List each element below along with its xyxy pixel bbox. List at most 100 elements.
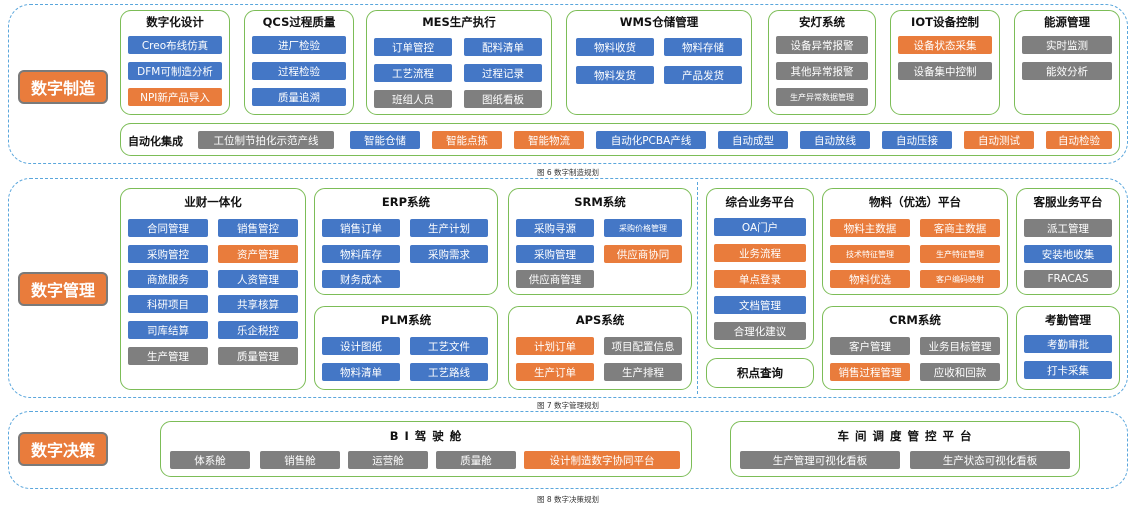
wms-title: WMS仓储管理 [619, 15, 699, 29]
auto-wiring-button[interactable]: 自动放线 [800, 131, 870, 149]
material-prefer-button[interactable]: 物料优选 [830, 270, 910, 288]
sales-process-button[interactable]: 销售过程管理 [830, 363, 910, 381]
smart-picking-button[interactable]: 智能点拣 [432, 131, 502, 149]
operation-cockpit-button[interactable]: 运营舱 [348, 451, 428, 469]
mes-title: MES生产执行 [422, 15, 496, 29]
quality-mgmt-button[interactable]: 质量管理 [218, 347, 298, 365]
purchase-control-button[interactable]: 采购管控 [128, 245, 208, 263]
plm-title: PLM系统 [380, 313, 432, 327]
supplier-collab-button[interactable]: 供应商协同 [604, 245, 682, 263]
process-doc-button[interactable]: 工艺文件 [410, 337, 488, 355]
smart-storage-button[interactable]: 智能仓储 [350, 131, 420, 149]
business-flow-button[interactable]: 业务流程 [714, 244, 806, 262]
material-ship-button[interactable]: 物料发货 [576, 66, 654, 84]
receivable-button[interactable]: 应收和回款 [920, 363, 1000, 381]
production-plan-button[interactable]: 生产计划 [410, 219, 488, 237]
station-demo-line-button[interactable]: 工位制节拍化示范产线 [198, 131, 334, 149]
management-section [8, 178, 1128, 398]
tax-control-button[interactable]: 乐企税控 [218, 321, 298, 339]
order-control-button[interactable]: 订单管控 [374, 38, 452, 56]
dfm-button[interactable]: DFM可制造分析 [128, 62, 222, 80]
process-route-button[interactable]: 工艺路线 [410, 363, 488, 381]
process-inspection-button[interactable]: 过程检验 [252, 62, 346, 80]
auto-crimp-button[interactable]: 自动压接 [882, 131, 952, 149]
hr-mgmt-button[interactable]: 人资管理 [218, 270, 298, 288]
production-order-button[interactable]: 生产订单 [516, 363, 594, 381]
customer-mgmt-button[interactable]: 客户管理 [830, 337, 910, 355]
supplier-mgmt-button[interactable]: 供应商管理 [516, 270, 594, 288]
bom-button[interactable]: 物料清单 [322, 363, 400, 381]
process-flow-button[interactable]: 工艺流程 [374, 64, 452, 82]
price-mgmt-button[interactable]: 采购价格管理 [604, 219, 682, 237]
production-exception-button[interactable]: 生产异常数据管理 [776, 88, 868, 106]
suggestion-button[interactable]: 合理化建议 [714, 322, 806, 340]
finance-cost-button[interactable]: 财务成本 [322, 270, 400, 288]
quality-cockpit-button[interactable]: 质量舱 [436, 451, 516, 469]
auto-test-button[interactable]: 自动测试 [964, 131, 1034, 149]
process-record-button[interactable]: 过程记录 [464, 64, 542, 82]
travel-service-button[interactable]: 商旅服务 [128, 270, 208, 288]
install-site-button[interactable]: 安装地收集 [1024, 245, 1112, 263]
purchase-mgmt-button[interactable]: 采购管理 [516, 245, 594, 263]
production-mgmt-board-button[interactable]: 生产管理可视化看板 [740, 451, 900, 469]
realtime-monitor-button[interactable]: 实时监测 [1022, 36, 1112, 54]
service-title: 客服业务平台 [1033, 195, 1103, 209]
clock-collect-button[interactable]: 打卡采集 [1024, 361, 1112, 379]
production-status-board-button[interactable]: 生产状态可视化看板 [910, 451, 1070, 469]
incoming-inspection-button[interactable]: 进厂检验 [252, 36, 346, 54]
production-mgmt-button[interactable]: 生产管理 [128, 347, 208, 365]
wms-module [566, 10, 752, 115]
sales-control-button[interactable]: 销售管控 [218, 219, 298, 237]
research-project-button[interactable]: 科研项目 [128, 295, 208, 313]
product-ship-button[interactable]: 产品发货 [664, 66, 742, 84]
sales-order-button[interactable]: 销售订单 [322, 219, 400, 237]
sso-button[interactable]: 单点登录 [714, 270, 806, 288]
material-receive-button[interactable]: 物料收货 [576, 38, 654, 56]
team-staff-button[interactable]: 班组人员 [374, 90, 452, 108]
business-target-button[interactable]: 业务目标管理 [920, 337, 1000, 355]
status-collect-button[interactable]: 设备状态采集 [898, 36, 992, 54]
design-drawing-button[interactable]: 设计图纸 [322, 337, 400, 355]
auto-inspect-button[interactable]: 自动检验 [1046, 131, 1112, 149]
treasury-settle-button[interactable]: 司库结算 [128, 321, 208, 339]
central-control-button[interactable]: 设备集中控制 [898, 62, 992, 80]
other-alarm-button[interactable]: 其他异常报警 [776, 62, 868, 80]
equipment-alarm-button[interactable]: 设备异常报警 [776, 36, 868, 54]
plan-order-button[interactable]: 计划订单 [516, 337, 594, 355]
manufacturing-label: 数字制造 [18, 70, 108, 104]
material-storage-button[interactable]: 物料存储 [664, 38, 742, 56]
shared-accounting-button[interactable]: 共享核算 [218, 295, 298, 313]
asset-mgmt-button[interactable]: 资产管理 [218, 245, 298, 263]
design-manufacture-platform-button[interactable]: 设计制造数字协同平台 [524, 451, 680, 469]
production-feature-button[interactable]: 生产特征管理 [920, 245, 1000, 263]
points-module[interactable] [706, 358, 814, 388]
production-schedule-button[interactable]: 生产排程 [604, 363, 682, 381]
customer-master-button[interactable]: 客商主数据 [920, 219, 1000, 237]
andon-title: 安灯系统 [799, 15, 845, 29]
pcba-line-button[interactable]: 自动化PCBA产线 [596, 131, 706, 149]
doc-mgmt-button[interactable]: 文档管理 [714, 296, 806, 314]
contract-mgmt-button[interactable]: 合同管理 [128, 219, 208, 237]
purchase-demand-button[interactable]: 采购需求 [410, 245, 488, 263]
efficiency-analysis-button[interactable]: 能效分析 [1022, 62, 1112, 80]
sales-cockpit-button[interactable]: 销售舱 [260, 451, 340, 469]
dispatch-mgmt-button[interactable]: 派工管理 [1024, 219, 1112, 237]
oa-portal-button[interactable]: OA门户 [714, 218, 806, 236]
digital-design-title: 数字化设计 [146, 15, 204, 29]
quality-trace-button[interactable]: 质量追溯 [252, 88, 346, 106]
customer-code-map-button[interactable]: 客户编码映射 [920, 270, 1000, 288]
smart-logistics-button[interactable]: 智能物流 [514, 131, 584, 149]
fracas-button[interactable]: FRACAS [1024, 270, 1112, 288]
material-inventory-button[interactable]: 物料库存 [322, 245, 400, 263]
tech-feature-button[interactable]: 技术特征管理 [830, 245, 910, 263]
npi-button[interactable]: NPI新产品导入 [128, 88, 222, 106]
auto-forming-button[interactable]: 自动成型 [718, 131, 788, 149]
sourcing-button[interactable]: 采购寻源 [516, 219, 594, 237]
project-config-button[interactable]: 项目配置信息 [604, 337, 682, 355]
drawing-board-button[interactable]: 图纸看板 [464, 90, 542, 108]
attendance-approve-button[interactable]: 考勤审批 [1024, 335, 1112, 353]
material-master-button[interactable]: 物料主数据 [830, 219, 910, 237]
system-cockpit-button[interactable]: 体系舱 [170, 451, 250, 469]
creo-sim-button[interactable]: Creo布线仿真 [128, 36, 222, 54]
bom-list-button[interactable]: 配料清单 [464, 38, 542, 56]
